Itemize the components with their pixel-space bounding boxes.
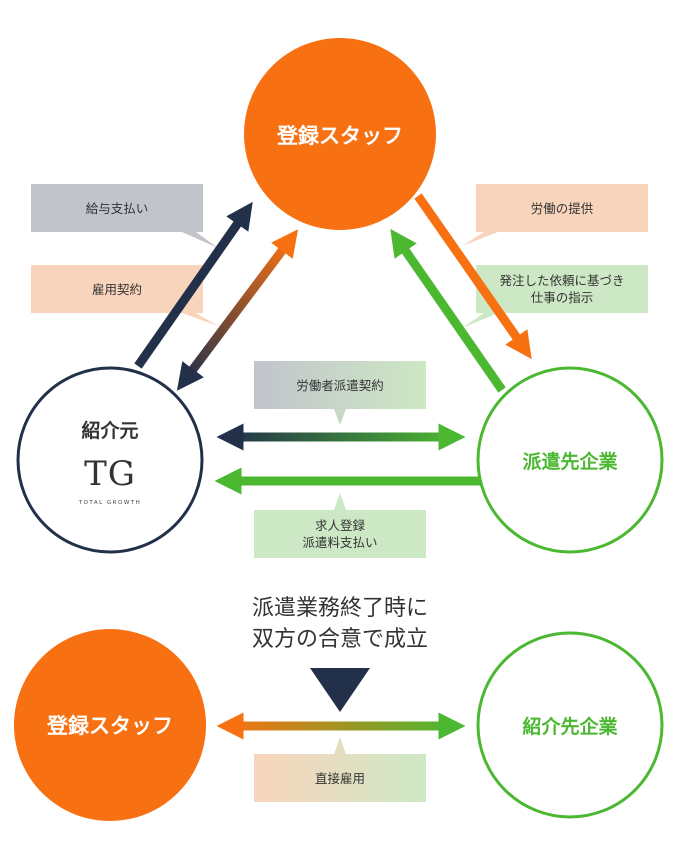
- callout-salary-shape: [31, 184, 218, 248]
- staff-circle: [244, 38, 436, 230]
- callout-job-request-fee: 求人登録 派遣料支払い: [302, 518, 378, 550]
- staff-circle-label: 登録スタッフ: [276, 124, 403, 148]
- arrow-agency-staff-contract: [176, 229, 299, 391]
- referral-company-circle-label: 紹介先企業: [522, 715, 618, 738]
- transition-headline: 派遣業務終了時に 双方の合意で成立: [251, 596, 428, 652]
- dispatch-company-circle-label: 派遣先企業: [522, 450, 618, 473]
- referral-company-circle: [476, 631, 664, 819]
- arrow-staff-company-labor: [414, 193, 532, 360]
- callout-work-instruction: 発注した依頼に基づき 仕事の指示: [499, 273, 625, 305]
- callout-fee-shape: [254, 493, 426, 558]
- callout-employment-contract: 雇用契約: [91, 281, 142, 297]
- callout-direct-hire-shape: [254, 737, 426, 802]
- tg-logo-tagline: TOTAL GROWTH: [78, 500, 142, 506]
- tg-logo: TG: [84, 454, 136, 494]
- callout-direct-hire: 直接雇用: [314, 770, 365, 786]
- callout-dispatch-contract: 労働者派遣契約: [296, 377, 384, 393]
- callout-instruction-shape: [462, 265, 648, 328]
- callout-labor-provision: 労働の提供: [530, 200, 594, 216]
- agency-circle-label: 紹介元: [81, 419, 138, 442]
- callout-labor-shape: [462, 184, 648, 246]
- arrow-company-staff-instruction: [390, 228, 506, 393]
- down-triangle-icon: [310, 668, 370, 712]
- agency-circle: [16, 366, 204, 554]
- dispatch-company-circle: [476, 366, 664, 554]
- bottom-staff-circle: [14, 629, 206, 821]
- callout-salary-payment: 給与支払い: [85, 200, 149, 216]
- bottom-staff-circle-label: 登録スタッフ: [46, 714, 173, 738]
